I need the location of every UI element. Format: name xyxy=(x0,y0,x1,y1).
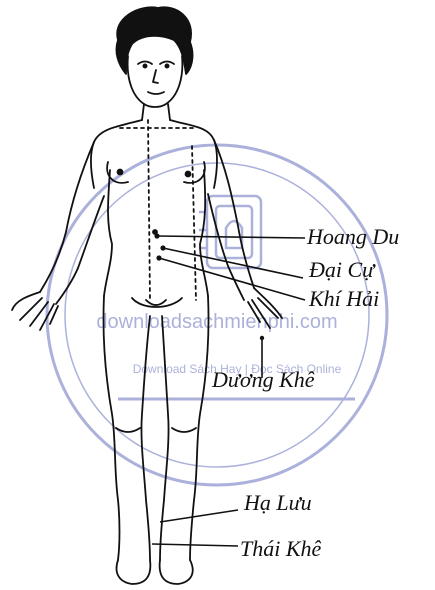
meridian-line-left xyxy=(148,120,150,300)
right-leg-outer xyxy=(190,296,209,560)
leader-dai-cu xyxy=(163,248,303,278)
left-leg-inner xyxy=(141,316,150,560)
mouth xyxy=(148,92,164,94)
label-ha-luu: Hạ Lưu xyxy=(243,490,312,515)
right-pupil xyxy=(165,64,168,67)
right-nipple xyxy=(186,172,191,177)
left-arm-outer xyxy=(40,142,94,292)
label-duong-khe: Dương Khê xyxy=(211,367,315,392)
point-duong-khe-marker xyxy=(260,336,264,340)
navel xyxy=(153,230,157,234)
meridian-line-right xyxy=(192,146,196,300)
label-hoang-du: Hoang Du xyxy=(306,224,399,249)
label-dai-cu: Đại Cự xyxy=(308,257,376,282)
human-figure xyxy=(12,7,282,584)
leader-thai-khe xyxy=(152,544,238,546)
right-knee xyxy=(172,428,196,432)
right-foot xyxy=(160,560,193,584)
pubis xyxy=(146,300,166,305)
right-leg-inner xyxy=(160,316,169,560)
label-thai-khe: Thái Khê xyxy=(240,536,322,561)
leader-hoang-du xyxy=(157,236,305,238)
left-hand xyxy=(12,292,58,330)
watermark-site-text: downloadsachmienphi.com xyxy=(96,311,337,333)
leader-khi-hai xyxy=(159,258,305,300)
leader-ha-luu xyxy=(160,510,238,522)
right-shoulder xyxy=(170,120,217,188)
nose xyxy=(153,70,158,83)
left-nipple xyxy=(118,170,123,175)
left-foot xyxy=(117,560,151,584)
label-khi-hai: Khí Hải xyxy=(308,286,379,311)
watermark: downloadsachmienphi.com Download Sách Ha… xyxy=(47,145,387,485)
left-pupil xyxy=(143,64,146,67)
